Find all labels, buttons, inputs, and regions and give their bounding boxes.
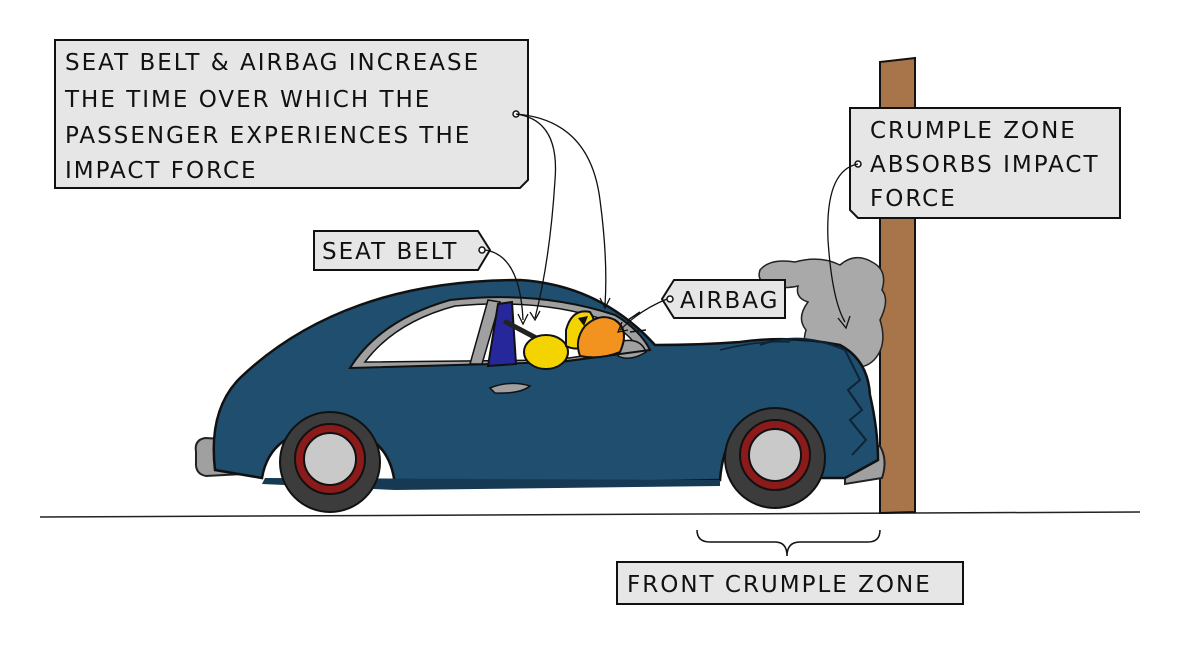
ground-line (39, 511, 1141, 518)
seatbelt-airbag-line-2: THE TIME OVER WHICH THE (64, 87, 431, 113)
crumple-absorbs-line-2: ABSORBS IMPACT (870, 152, 1100, 178)
front-wheel (724, 407, 826, 509)
front-crumple-zone-text: FRONT CRUMPLE ZONE (627, 572, 932, 598)
pointer-lines (484, 113, 859, 333)
seat-belt-tag: SEAT BELT (313, 230, 492, 271)
rear-wheel (279, 411, 381, 513)
seatbelt-airbag-line-1: SEAT BELT & AIRBAG INCREASE (65, 50, 480, 76)
airbag-shape (576, 316, 625, 359)
seatbelt-airbag-label: SEAT BELT & AIRBAG INCREASE THE TIME OVE… (54, 39, 529, 189)
front-crumple-zone-tag: FRONT CRUMPLE ZONE (616, 561, 964, 605)
crumple-absorbs-line-1: CRUMPLE ZONE (870, 118, 1077, 144)
airbag-tag-text: AIRBAG (680, 288, 779, 314)
seatbelt-airbag-line-4: IMPACT FORCE (65, 158, 258, 184)
seatbelt-airbag-line-3: PASSENGER EXPERIENCES THE (65, 123, 471, 149)
crumple-zone-brace (696, 529, 881, 557)
airbag-tag: AIRBAG (660, 279, 786, 319)
seat (486, 300, 518, 368)
crumple-absorbs-line-3: FORCE (870, 186, 957, 212)
crumple-absorbs-label: CRUMPLE ZONE ABSORBS IMPACT FORCE (849, 107, 1121, 219)
seat-belt-tag-text: SEAT BELT (322, 239, 458, 265)
